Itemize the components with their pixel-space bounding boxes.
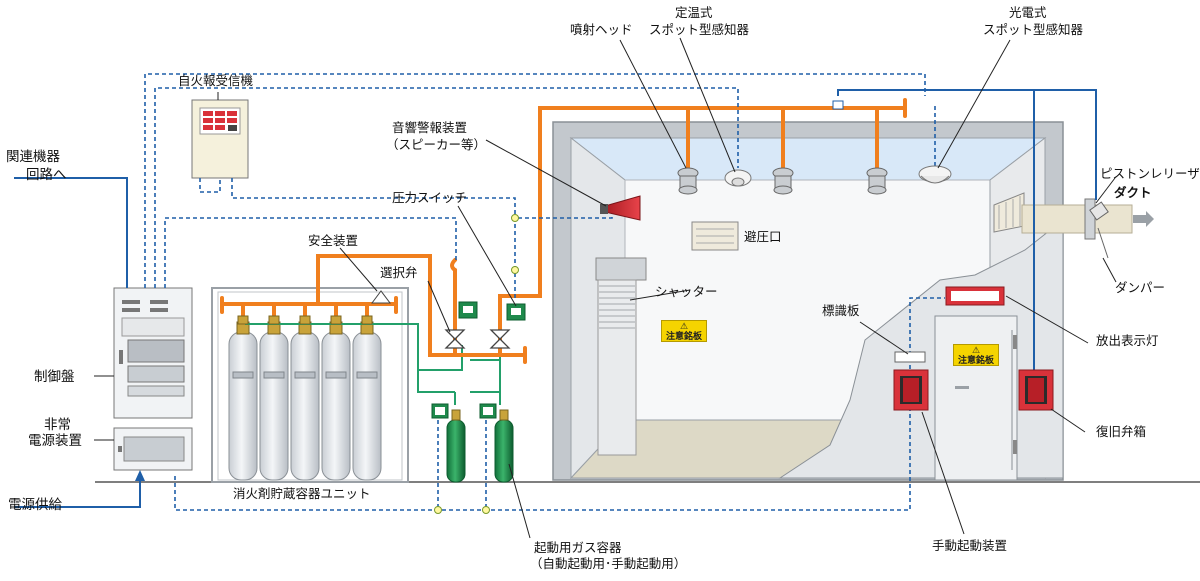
agent-pipes [220, 98, 907, 364]
heat-detector-shape [724, 169, 752, 187]
label-pressure-switch: 圧力スイッチ [392, 190, 468, 205]
speaker [600, 195, 641, 221]
junction-dots [434, 214, 519, 514]
label-emergency-power-2: 電源装置 [28, 433, 82, 449]
label-storage-unit: 消火剤貯蔵容器ユニット [233, 486, 371, 501]
leader-lines [94, 37, 1117, 539]
label-pressure-vent: 避圧口 [744, 229, 782, 244]
warning-icon: ⚠ [679, 322, 689, 332]
caution-plate-text: 注意銘板 [957, 356, 994, 366]
label-start-gas-cylinder-2: （自動起動用･手動起動用） [530, 556, 687, 571]
label-nozzle: 噴射ヘッド [570, 22, 633, 37]
label-smoke-detector-2: スポット型感知器 [983, 22, 1084, 37]
control-panel [113, 287, 193, 419]
label-power-supply: 電源供給 [8, 497, 62, 513]
caution-plate-text: 注意銘板 [665, 332, 702, 342]
duct [1021, 198, 1154, 259]
start-gas-cylinders [431, 403, 514, 483]
manual-start-box [893, 369, 929, 411]
label-damper: ダンパー [1115, 280, 1166, 295]
caution-plate-left: ⚠ 注意銘板 [661, 320, 707, 342]
smoke-detector-shape [918, 165, 952, 184]
label-start-gas-cylinder-1: 起動用ガス容器 [534, 540, 622, 555]
dashed-signal-lines [144, 73, 945, 511]
safety-device [371, 290, 391, 304]
label-selector-valve: 選択弁 [380, 265, 418, 280]
manifold-fittings [237, 315, 373, 325]
pressure-switches [458, 301, 526, 321]
label-sound-alarm-2: （スピーカー等） [386, 137, 487, 152]
label-sound-alarm-1: 音響警報装置 [392, 120, 468, 135]
nozzles [677, 167, 888, 195]
reset-valve-box [1018, 369, 1054, 411]
sign-board [894, 351, 926, 363]
selector-valves [444, 329, 511, 349]
label-manual-start: 手動起動装置 [932, 538, 1008, 553]
label-related-equipment-1: 関連機器 [6, 149, 60, 165]
label-piston-releaser: ピストンレリーザ [1100, 166, 1200, 181]
label-fire-alarm-receiver: 自火報受信機 [178, 73, 254, 88]
label-sign-board: 標識板 [822, 303, 860, 318]
label-duct: ダクト [1114, 185, 1152, 200]
label-shutter: シャッター [655, 284, 718, 299]
pilot-gas-lines [245, 323, 501, 405]
discharge-lamp [945, 286, 1005, 306]
label-related-equipment-2: 回路へ [26, 167, 67, 183]
label-control-panel: 制御盤 [34, 369, 75, 385]
label-smoke-detector-1: 光電式 [1009, 5, 1047, 20]
label-safety-device: 安全装置 [308, 233, 359, 248]
label-reset-valve-box: 復旧弁箱 [1096, 424, 1147, 439]
agent-cylinders [228, 321, 382, 481]
fire-alarm-receiver [191, 99, 249, 179]
label-heat-detector-1: 定温式 [675, 5, 713, 20]
label-emergency-power-1: 非常 [44, 417, 71, 433]
caution-plate-door: ⚠ 注意銘板 [953, 344, 999, 366]
label-discharge-lamp: 放出表示灯 [1096, 333, 1159, 348]
warning-icon: ⚠ [971, 346, 981, 356]
signal-lines [14, 89, 1097, 508]
emergency-power-unit [113, 427, 193, 471]
label-heat-detector-2: スポット型感知器 [649, 22, 750, 37]
